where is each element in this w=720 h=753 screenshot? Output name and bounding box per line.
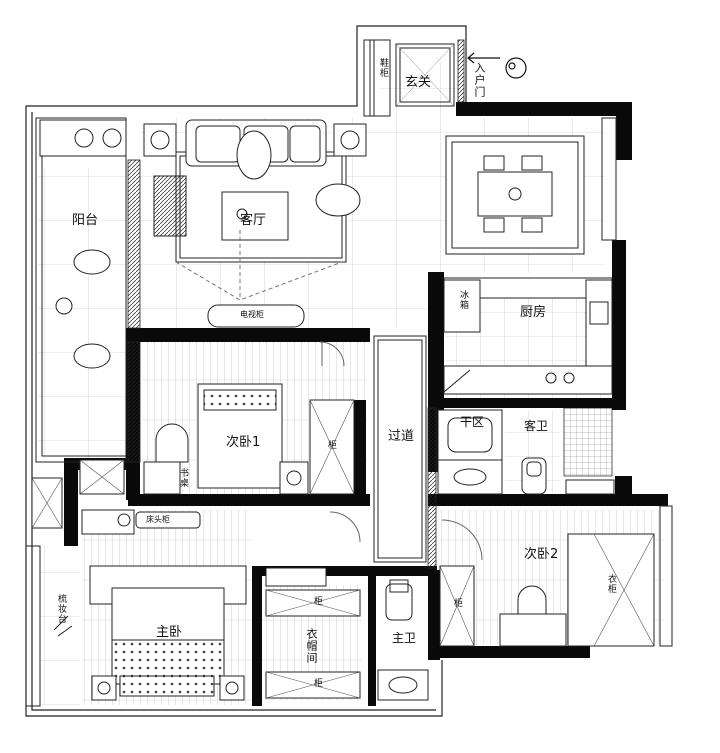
room-label-walk-in-closet: 衣帽间	[305, 628, 318, 664]
fixture-label-dresser: 梳妆台	[56, 594, 66, 624]
fixture-label-fridge: 冰箱	[458, 290, 468, 310]
fixture-label-cabinet-closet-bottom: 柜	[312, 678, 322, 688]
fixture-label-tv-cabinet: 电视柜	[240, 310, 264, 319]
second-bedroom-1-furniture	[143, 341, 355, 495]
room-label-dry-zone: 干区	[460, 415, 485, 429]
entrance-area	[369, 39, 455, 117]
master-bath-fixtures	[377, 579, 429, 701]
room-label-master-bath: 主卫	[392, 631, 417, 645]
room-label-second-bedroom-2: 次卧2	[524, 547, 559, 562]
fixture-label-bedside-table: 床头柜	[146, 515, 170, 524]
fixture-label-wardrobe-bedroom2: 衣柜	[606, 574, 616, 594]
room-label-second-bedroom-1: 次卧1	[226, 435, 261, 450]
room-label-master-bedroom: 主卧	[156, 625, 183, 640]
fixture-label-cabinet-closet-top: 柜	[312, 596, 322, 606]
room-label-guest-bath: 客卫	[524, 419, 549, 433]
room-label-balcony: 阳台	[72, 213, 99, 228]
second-bedroom-2-furniture	[439, 519, 655, 647]
fixture-label-desk: 书桌	[178, 468, 188, 488]
room-label-kitchen: 厨房	[520, 305, 547, 320]
room-label-corridor: 过道	[388, 429, 415, 444]
guest-bath-fixtures	[437, 409, 615, 495]
balcony-fixtures	[31, 119, 127, 637]
living-room-furniture	[143, 119, 367, 328]
entry-arrow-icon	[467, 52, 527, 79]
room-label-living: 客厅	[240, 213, 267, 228]
entry-door-label: 入户门	[473, 62, 486, 98]
kitchen-area	[443, 277, 613, 395]
master-bedroom-furniture	[81, 509, 361, 701]
room-label-entrance: 玄关	[405, 75, 432, 90]
shower-mosaic	[563, 407, 613, 477]
fixture-label-cabinet-bedroom2: 柜	[452, 598, 462, 608]
dining-area	[445, 135, 585, 255]
stone-walls	[127, 39, 465, 569]
outer-boundary	[25, 25, 467, 717]
fixture-label-shoe-cabinet: 鞋柜	[378, 58, 388, 78]
walk-in-closet-furniture	[265, 567, 361, 699]
fixture-label-cabinet-bedroom1: 柜	[326, 440, 336, 450]
corridor-area	[373, 335, 427, 563]
